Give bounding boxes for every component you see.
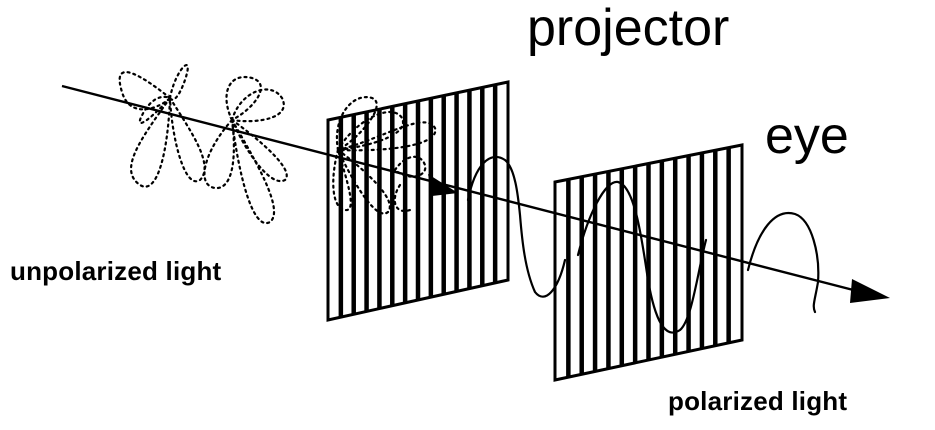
polarized-light-label: polarized light	[668, 388, 847, 414]
end-arrowhead	[850, 279, 890, 303]
projector-label: projector	[527, 2, 729, 54]
eye-label: eye	[765, 110, 849, 162]
unpolarized-light-label: unpolarized light	[10, 258, 221, 284]
eye-polarizer-filter	[555, 145, 742, 380]
projector-polarizer-filter	[328, 82, 508, 320]
